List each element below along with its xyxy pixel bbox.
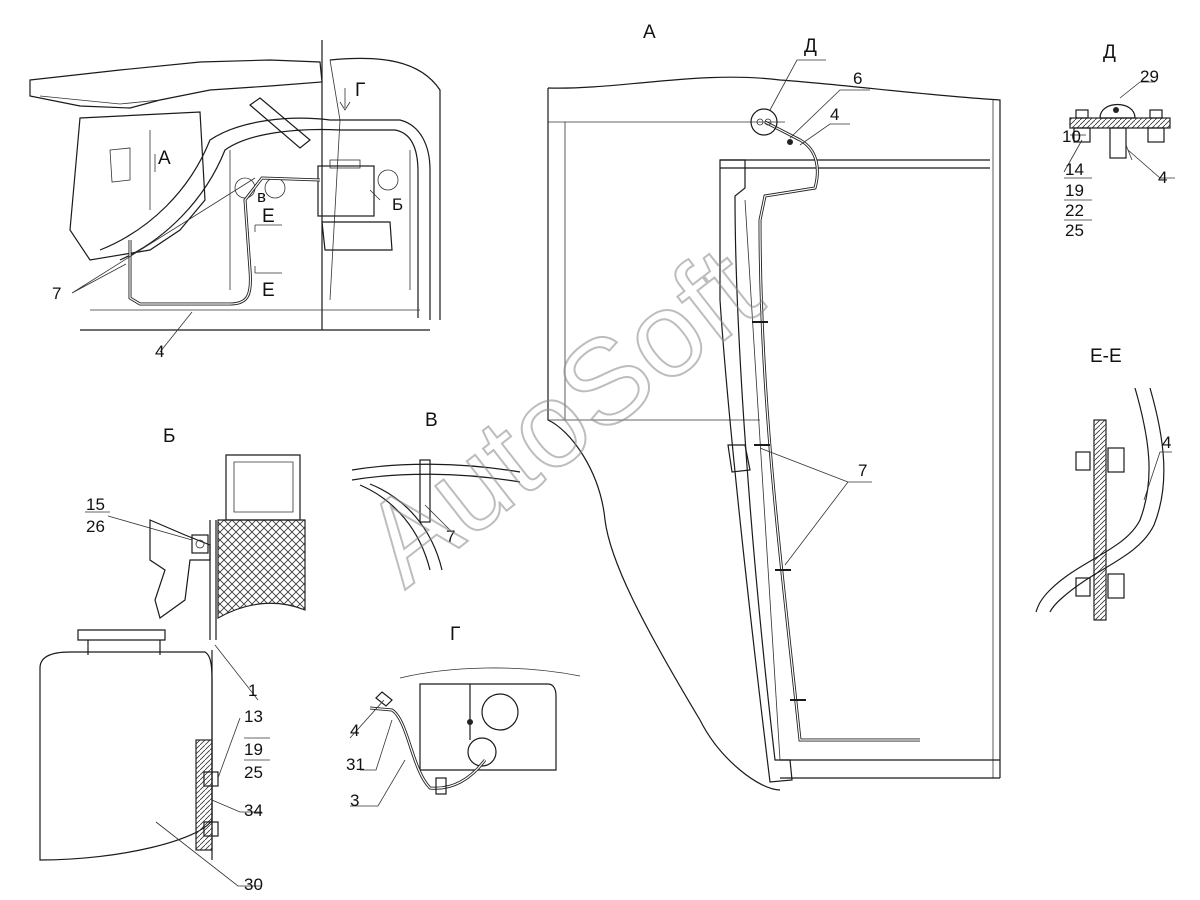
label-washer-25: 25 [1065,221,1084,240]
view-title-d: Д [1103,42,1116,63]
label-hose-4-view-d: 4 [1158,168,1167,187]
label-hose-4-view-g: 4 [350,721,359,740]
section-mark-e1: Е [262,206,275,227]
view-title-b: Б [163,426,175,447]
view-title-g: Г [450,624,460,645]
main-view: А Г в Б Е Е 7 4 [29,40,441,361]
label-hose-4-main: 4 [155,342,164,361]
label-clips-7-view-a: 7 [858,461,867,480]
washer-tank [317,165,375,217]
main-view-mark-v: в [257,187,266,206]
strut [249,97,311,149]
main-view-mark-b: Б [392,195,403,214]
label-washer-25-b: 25 [244,763,263,782]
view-a: А Д 6 4 7 [547,22,1001,791]
bracket [149,519,211,619]
cab-body [69,111,206,261]
mounting-plate [1069,117,1171,129]
view-title-a: А [643,22,656,43]
label-strip-34: 34 [244,801,263,820]
clip-7 [419,459,431,523]
fitting-d [750,108,778,136]
view-a-hose [758,120,920,742]
view-a-outline [547,76,1001,778]
view-title-v: В [425,410,438,431]
label-clip-7-main: 7 [52,284,61,303]
view-b: Б 15 26 1 13 19 25 34 30 [39,426,306,894]
view-a-mark-d: Д [804,36,817,57]
cab-profile [225,454,301,521]
view-g: Г 4 31 3 [346,624,581,810]
view-v: В 7 [351,410,521,571]
panel-section [1093,419,1107,621]
label-washer-19: 19 [1065,181,1084,200]
cab-roof [29,59,323,109]
washer-tank-b [39,651,213,861]
insulation [217,519,306,620]
watermark: AutoSoft [339,221,784,610]
view-title-ee: Е-Е [1090,346,1122,367]
label-pipe-3: 3 [350,791,359,810]
label-washer-22: 22 [1065,201,1084,220]
washer-tank-g [419,683,557,771]
fitting-body [1099,104,1136,119]
main-view-mark-a: А [158,148,171,169]
label-bolt-13: 13 [244,707,263,726]
label-hose-4-view-ee: 4 [1162,433,1171,452]
tank-cap [77,629,166,641]
label-tank-30: 30 [244,875,263,894]
label-nut-10: 10 [1062,127,1081,146]
label-tube-31: 31 [346,755,365,774]
label-bolt-26: 26 [86,517,105,536]
label-hose-4-view-a: 4 [830,105,839,124]
label-fitting-6: 6 [853,69,862,88]
main-view-mark-g: Г [355,80,365,101]
section-mark-e2: Е [262,280,275,301]
view-ee: Е-Е 4 [1035,346,1172,621]
label-washer-19-b: 19 [244,740,263,759]
label-bolt-15: 15 [86,495,105,514]
label-clip-7-view-v: 7 [446,527,455,546]
label-washer-14: 14 [1065,160,1084,179]
label-bolt-29: 29 [1140,67,1159,86]
label-bracket-1: 1 [248,681,257,700]
view-d: Д 29 10 14 19 22 25 4 [1062,42,1175,240]
